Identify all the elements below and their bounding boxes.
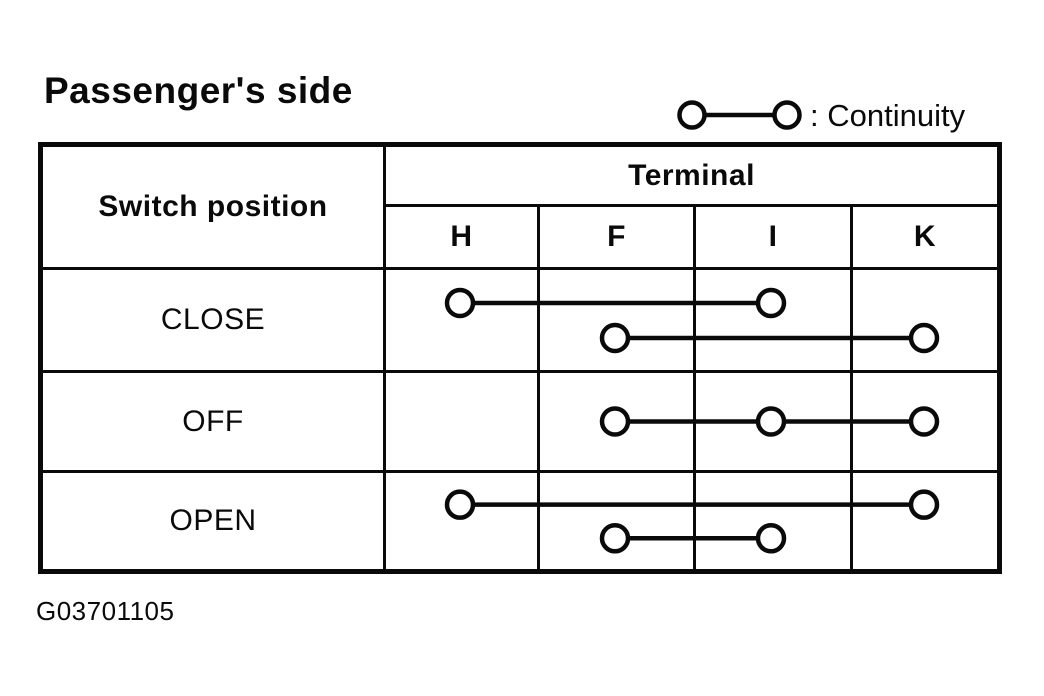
terminal-column-h: H — [450, 220, 473, 253]
terminal-column-f: F — [607, 220, 626, 253]
terminal-circle — [444, 489, 476, 520]
legend-circle-right — [772, 100, 802, 130]
divider-terminal-columns — [383, 204, 997, 207]
divider-h-f — [537, 204, 540, 569]
row-label-open: OPEN — [169, 504, 257, 537]
continuity-symbol-icon — [677, 100, 802, 130]
terminal-circle — [599, 406, 631, 437]
terminal-circle — [755, 287, 787, 319]
terminal-header: Terminal — [628, 158, 755, 192]
terminal-circle — [908, 322, 940, 354]
switch-position-header: Switch position — [98, 190, 328, 223]
row-label-close: CLOSE — [160, 303, 266, 336]
divider-switch-terminal — [383, 147, 386, 569]
legend-label: : Continuity — [810, 97, 966, 133]
continuity-table: Switch position Terminal H F I K CLOSE O… — [38, 142, 1002, 574]
terminal-circle — [444, 287, 476, 319]
divider-off-open — [43, 470, 997, 473]
page-title: Passenger's side — [44, 70, 353, 111]
divider-header-close — [43, 267, 997, 270]
terminal-column-k: K — [913, 220, 937, 253]
terminal-circle — [755, 523, 787, 554]
row-label-off: OFF — [182, 404, 244, 438]
divider-f-i — [693, 204, 696, 569]
divider-close-off — [43, 370, 997, 373]
terminal-circle — [908, 489, 940, 520]
legend-circle-left — [677, 100, 707, 130]
terminal-circle — [599, 322, 631, 354]
terminal-circle — [599, 523, 631, 554]
terminal-column-i: I — [768, 220, 778, 253]
terminal-circle — [755, 406, 787, 437]
figure-id: G03701105 — [36, 596, 175, 626]
terminal-circle — [908, 406, 940, 437]
divider-i-k — [850, 204, 853, 569]
continuity-legend: : Continuity — [674, 96, 965, 134]
